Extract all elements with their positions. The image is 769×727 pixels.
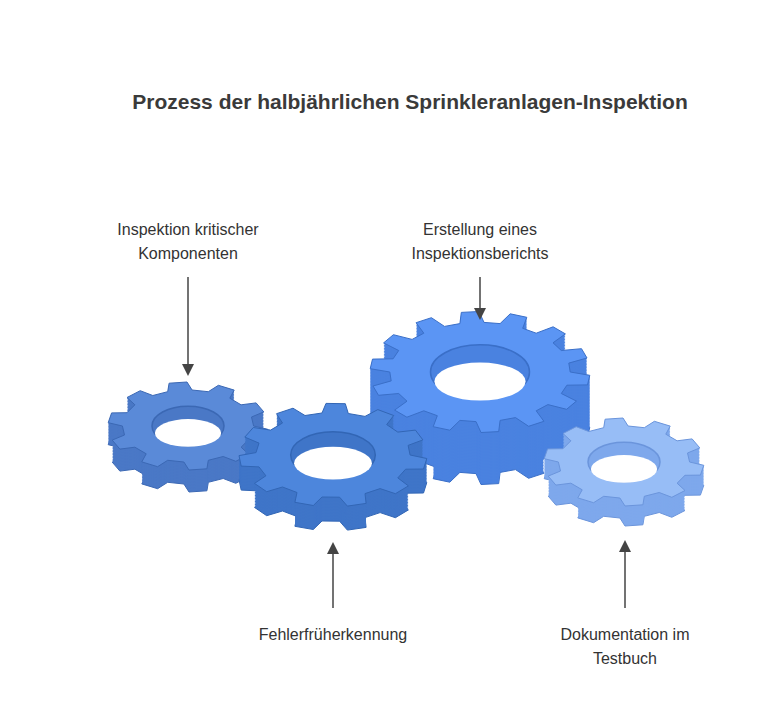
leader-line	[187, 277, 189, 370]
leader-line	[479, 277, 481, 314]
gear-part	[370, 313, 590, 434]
leader-line	[624, 546, 626, 608]
gear-part	[434, 362, 525, 400]
gear-part	[370, 312, 590, 433]
gear-label: Inspektion kritischer Komponenten	[93, 218, 283, 266]
diagram-title: Prozess der halbjährlichen Sprinkleranla…	[132, 90, 688, 114]
gear-part	[544, 419, 704, 507]
gear-part	[155, 419, 221, 447]
gear-label: Fehlerfrüherkennung	[233, 623, 433, 647]
leader-line	[332, 548, 334, 608]
gear-part	[294, 447, 372, 480]
gear-part	[591, 455, 657, 483]
gear-label: Erstellung eines Inspektionsberichts	[385, 218, 575, 266]
gear-part	[544, 418, 704, 506]
gear-label: Dokumentation im Testbuch	[540, 623, 710, 671]
gear-part	[152, 406, 224, 446]
gear-part	[239, 403, 427, 506]
gear-part	[588, 442, 660, 482]
